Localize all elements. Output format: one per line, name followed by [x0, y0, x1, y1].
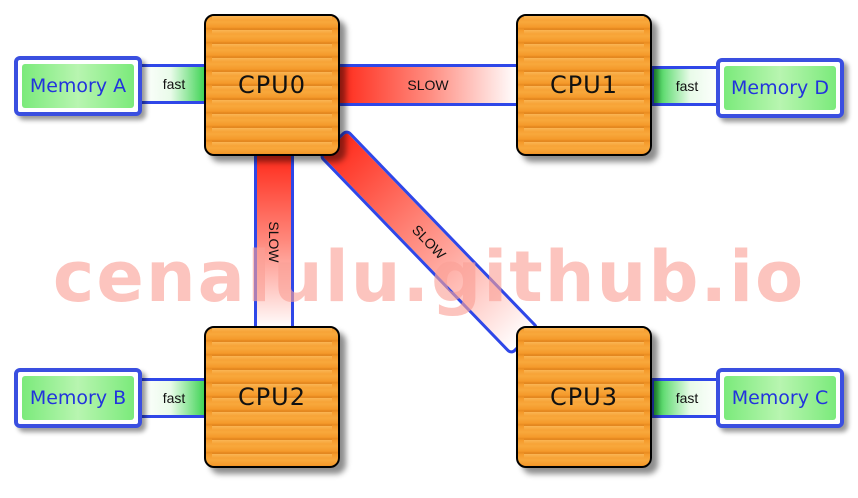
cpu0-block: CPU0: [204, 14, 340, 156]
fast-link-label: fast: [162, 76, 186, 92]
memory-b-label: Memory B: [29, 387, 127, 409]
cpu1-block: CPU1: [516, 14, 652, 156]
memory-a-label: Memory A: [29, 75, 127, 97]
cpu2-label: CPU2: [237, 383, 307, 411]
fast-link-label: fast: [675, 78, 699, 94]
slow-link-label: SLOW: [266, 221, 282, 263]
slow-link-cpu0-cpu1: SLOW: [336, 64, 520, 106]
memory-c-label: Memory C: [731, 387, 829, 409]
cpu1-label: CPU1: [549, 71, 619, 99]
fast-link-cpu1-mem-d: fast: [651, 66, 723, 106]
cpu3-label: CPU3: [549, 383, 619, 411]
memory-a: Memory A: [14, 56, 142, 116]
slow-link-cpu0-cpu3: SLOW: [318, 128, 540, 356]
fast-link-mem-b-cpu2: fast: [138, 378, 210, 418]
memory-d: Memory D: [716, 58, 844, 118]
slow-link-cpu0-cpu2: SLOW: [254, 152, 294, 332]
slow-link-label: SLOW: [408, 221, 450, 263]
fast-link-label: fast: [675, 390, 699, 406]
cpu0-label: CPU0: [237, 71, 307, 99]
cpu2-block: CPU2: [204, 326, 340, 468]
fast-link-label: fast: [162, 390, 186, 406]
memory-b: Memory B: [14, 368, 142, 428]
memory-c: Memory C: [716, 368, 844, 428]
slow-link-label: SLOW: [407, 77, 449, 93]
cpu3-block: CPU3: [516, 326, 652, 468]
fast-link-mem-a-cpu0: fast: [138, 64, 210, 104]
memory-d-label: Memory D: [731, 77, 829, 99]
fast-link-cpu3-mem-c: fast: [651, 378, 723, 418]
